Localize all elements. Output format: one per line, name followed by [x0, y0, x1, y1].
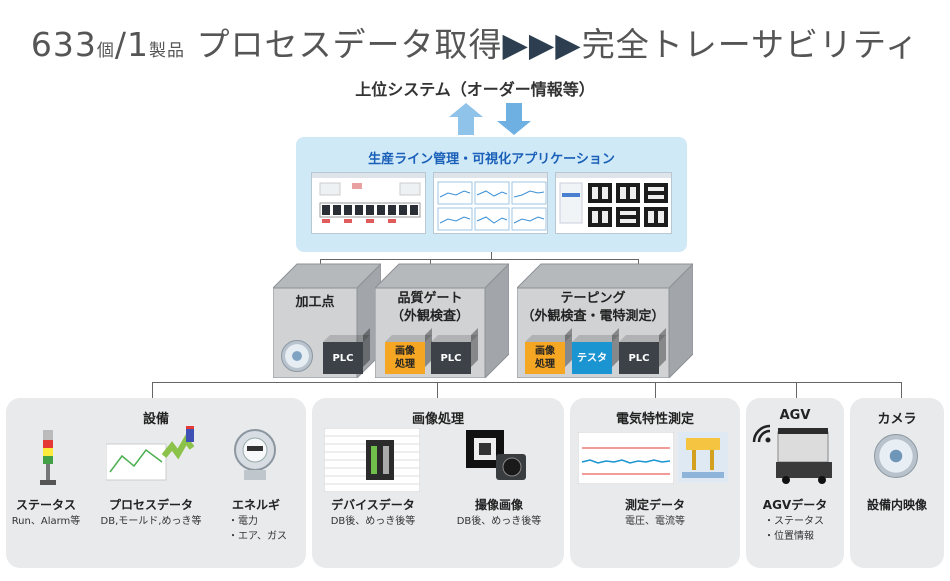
agv-robot-icon — [776, 428, 832, 484]
panel-electrical: 電気特性測定 測定データ 電圧、電流等 — [570, 398, 740, 568]
item-label-device-data: デバイスデータ — [331, 498, 415, 512]
item-label-measurement: 測定データ — [624, 498, 685, 512]
item-label-process-data: プロセスデータ — [108, 498, 193, 512]
module-plc: PLC — [619, 342, 659, 374]
tester-probe-icon — [678, 432, 728, 482]
title-separator: /1 — [114, 25, 150, 64]
item-detail-energy: ・電力 ・エア、ガス — [228, 516, 287, 542]
panel-title: 画像処理 — [411, 412, 464, 427]
title-unit-product: 製品 — [149, 41, 186, 61]
item-label-energy: エネルギ — [231, 498, 280, 512]
camera-icon — [281, 340, 313, 372]
item-label-status: ステータス — [15, 498, 76, 512]
process-label-quality-gate: 品質ゲート （外観検査） — [390, 291, 469, 324]
signal-tower-icon — [40, 430, 56, 485]
item-detail-process-data: DB,モールド,めっき等 — [100, 516, 202, 527]
item-detail-captured-image: DB後、めっき後等 — [456, 516, 542, 527]
item-detail-device-data: DB後、めっき後等 — [330, 516, 416, 527]
title-number: 633 — [30, 25, 97, 64]
energy-meter-icon — [234, 429, 276, 480]
process-box-taping: テーピング （外観検査・電特測定） 画像 処理 テスタ PLC — [517, 262, 693, 378]
process-data-graph-icon — [106, 426, 195, 481]
item-detail-measurement: 電圧、電流等 — [625, 516, 685, 527]
screenshot-dashboard — [433, 172, 548, 234]
title-arrows: ▶▶▶ — [502, 25, 582, 64]
title-unit: 個 — [96, 41, 115, 61]
process-label-taping: テーピング （外観検査・電特測定） — [521, 291, 665, 324]
process-box-quality-gate: 品質ゲート （外観検査） 画像 処理 PLC — [375, 262, 509, 378]
module-image-processing: 画像 処理 — [385, 342, 425, 374]
camera-icon — [874, 434, 918, 478]
title-tail: 完全トレーサビリティ — [581, 25, 920, 64]
panel-equipment: 設備 ステータス Run、Alarm等 プロセスデータ DB,モールド,めっき等… — [6, 398, 306, 568]
upper-system-label: 上位システム（オーダー情報等） — [355, 80, 595, 99]
process-box-machining: 加工点 PLC — [273, 262, 381, 378]
panel-title: AGV — [779, 408, 811, 423]
module-image-processing: 画像 処理 — [525, 342, 565, 374]
module-plc: PLC — [323, 342, 363, 374]
app-title: 生産ライン管理・可視化アプリケーション — [368, 152, 615, 167]
panel-title: カメラ — [877, 412, 917, 427]
item-detail-status: Run、Alarm等 — [11, 516, 81, 527]
item-label-captured-image: 撮像画像 — [474, 498, 523, 512]
screenshot-inspection — [555, 172, 672, 234]
app-panel: 生産ライン管理・可視化アプリケーション — [296, 137, 687, 252]
down-arrow-icon — [497, 103, 531, 135]
item-detail-agv-data: ・ステータス ・位置情報 — [764, 516, 824, 542]
wifi-icon — [752, 424, 771, 443]
module-plc: PLC — [431, 342, 471, 374]
item-label-camera-video: 設備内映像 — [866, 498, 927, 512]
panel-title: 設備 — [142, 412, 169, 427]
process-label-machining: 加工点 — [295, 295, 335, 310]
panel-image-processing: 画像処理 デバイスデータ DB後、めっき後等 撮像画像 DB後、めっき後等 — [312, 398, 564, 568]
device-data-table-icon — [324, 428, 420, 492]
up-arrow-icon — [449, 103, 483, 135]
page-title: 633個/1製品 プロセスデータ取得▶▶▶完全トレーサビリティ — [0, 18, 950, 66]
panel-agv: AGV AGVデータ ・ステータス ・位置情報 — [746, 398, 844, 568]
panel-title: 電気特性測定 — [615, 412, 694, 427]
captured-image-camera-icon — [466, 430, 526, 480]
item-label-agv-data: AGVデータ — [762, 498, 828, 512]
title-main: プロセスデータ取得 — [196, 25, 503, 64]
screenshot-line-map — [311, 172, 426, 234]
module-tester: テスタ — [572, 342, 612, 374]
measurement-graph-icon — [578, 432, 674, 484]
panel-camera: カメラ 設備内映像 — [850, 398, 944, 568]
